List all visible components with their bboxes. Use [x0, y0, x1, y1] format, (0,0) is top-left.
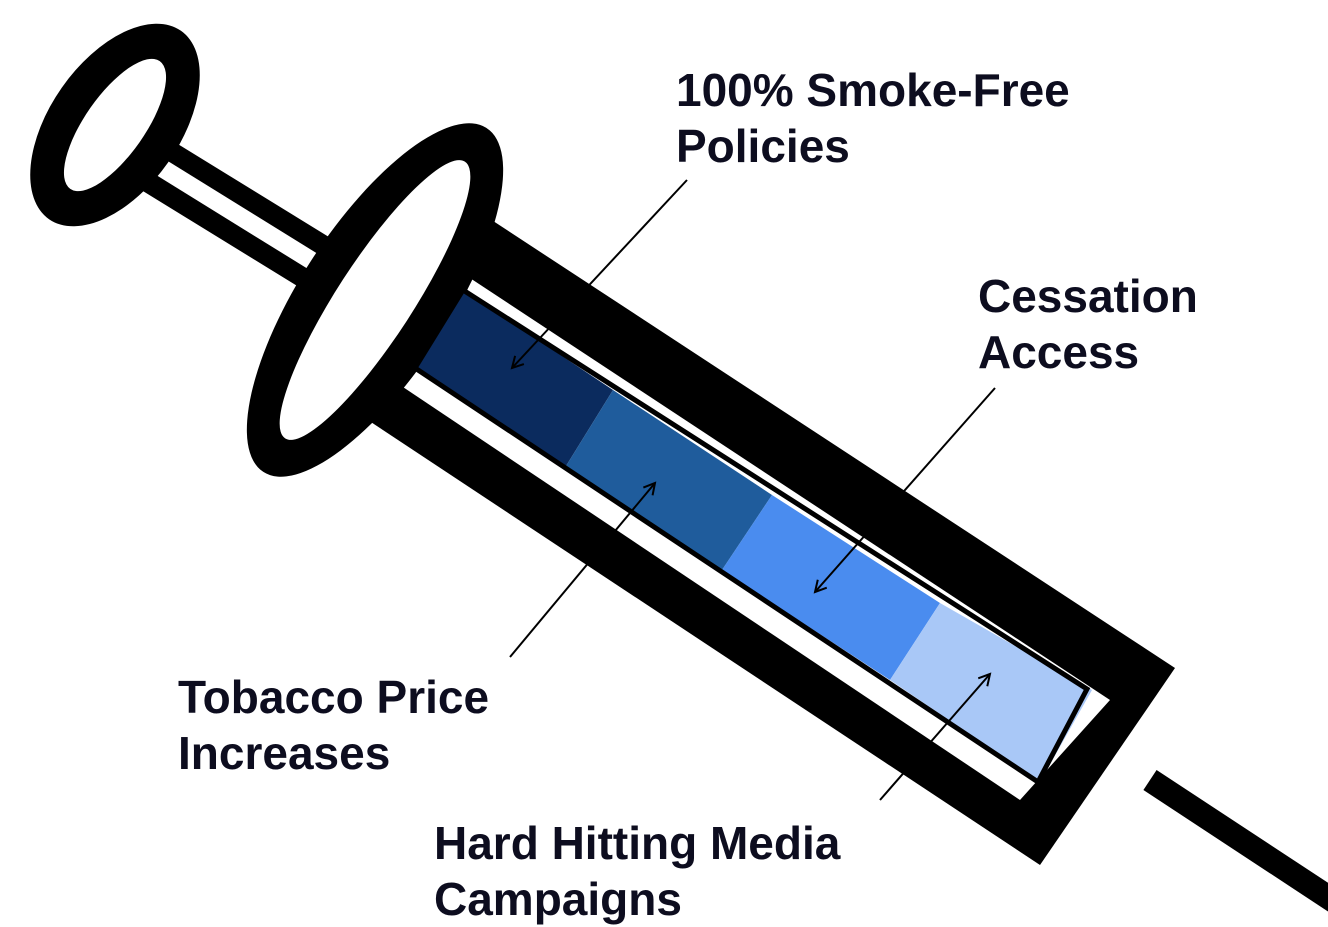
label-smoke-free-policies: 100% Smoke-Free Policies	[676, 62, 1070, 174]
label-hard-hitting-media-campaigns: Hard Hitting Media Campaigns	[434, 815, 840, 927]
label-cessation-access: Cessation Access	[978, 268, 1198, 380]
label-smoke-free-line1: 100% Smoke-Free	[676, 62, 1070, 118]
label-media-line2: Campaigns	[434, 871, 840, 927]
label-price-line1: Tobacco Price	[178, 669, 489, 725]
syringe-needle	[1150, 780, 1328, 905]
label-cessation-line2: Access	[978, 324, 1198, 380]
label-tobacco-price-increases: Tobacco Price Increases	[178, 669, 489, 781]
label-media-line1: Hard Hitting Media	[434, 815, 840, 871]
label-smoke-free-line2: Policies	[676, 118, 1070, 174]
label-cessation-line1: Cessation	[978, 268, 1198, 324]
label-price-line2: Increases	[178, 725, 489, 781]
